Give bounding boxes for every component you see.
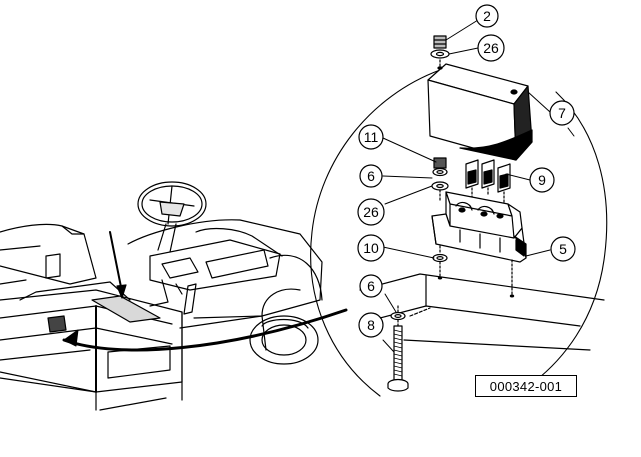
callout-5: 5 xyxy=(550,236,576,262)
svg-text:11: 11 xyxy=(364,129,379,145)
callout-8: 8 xyxy=(358,312,384,338)
svg-text:8: 8 xyxy=(367,317,375,333)
callout-11: 11 xyxy=(358,124,384,150)
callout-26-top: 26 xyxy=(477,34,505,62)
svg-text:5: 5 xyxy=(559,241,567,257)
callout-6-upper: 6 xyxy=(359,164,383,188)
callout-leaders xyxy=(382,19,575,353)
callout-6-lower: 6 xyxy=(359,274,383,298)
bolt-8 xyxy=(387,305,431,392)
svg-text:9: 9 xyxy=(538,172,546,188)
callout-10: 10 xyxy=(357,234,385,262)
callout-9: 9 xyxy=(529,167,555,193)
golf-car-illustration xyxy=(0,181,348,411)
callout-7: 7 xyxy=(549,100,575,126)
svg-text:26: 26 xyxy=(363,204,379,220)
controller-base xyxy=(431,191,527,263)
figure-reference-number: 000342-001 xyxy=(475,375,577,397)
mid-nut-and-washers xyxy=(431,157,449,201)
callout-2: 2 xyxy=(475,4,499,28)
svg-text:6: 6 xyxy=(367,168,375,184)
callout-26-lower: 26 xyxy=(357,198,385,226)
svg-text:10: 10 xyxy=(363,240,379,256)
svg-text:2: 2 xyxy=(483,8,491,24)
svg-text:7: 7 xyxy=(558,105,566,121)
svg-text:26: 26 xyxy=(483,40,499,56)
wire-connectors xyxy=(465,159,511,203)
controller-cover xyxy=(427,63,533,161)
washer-10 xyxy=(432,253,515,298)
svg-text:6: 6 xyxy=(367,278,375,294)
